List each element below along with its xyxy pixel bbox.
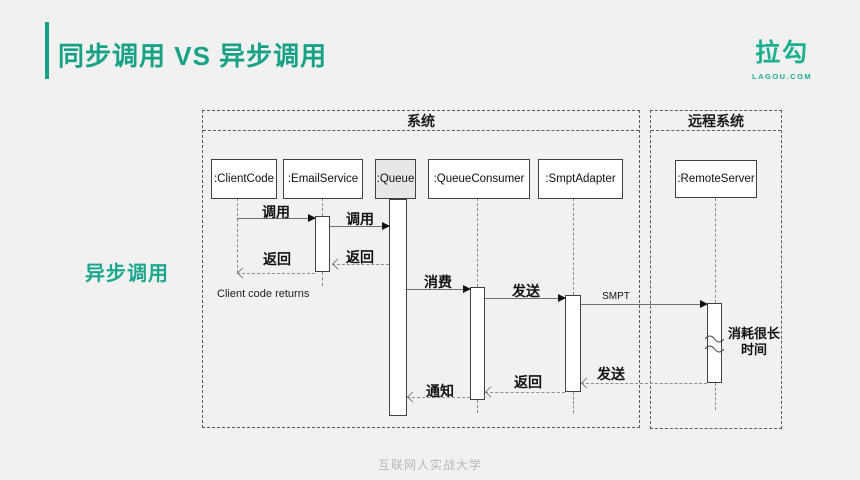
frame-remote-system: 远程系统 [650,110,782,429]
actor-queue-consumer: :QueueConsumer [428,159,530,199]
note-long-duration-line1: 消耗很长 [727,326,780,341]
arrowhead-filled-icon [558,294,566,302]
frame-remote-system-title: 远程系统 [651,111,781,131]
message-send-label: 发送 [512,283,540,299]
note-long-duration: 消耗很长 时间 [722,326,786,357]
message-return-to-consumer-label: 返回 [514,374,542,390]
lifeline-queue-consumer-top [477,198,478,287]
arrowhead-filled-icon [308,214,316,222]
activation-queue [389,199,407,416]
message-line [581,383,707,384]
actor-client-code: :ClientCode [211,159,277,199]
activation-email-service [315,216,330,272]
lifeline-smpt-adapter-bottom [573,392,574,413]
lifeline-remote-server-bottom [715,383,716,410]
message-consume-label: 消费 [424,274,452,290]
arrowhead-filled-icon [463,285,471,293]
frame-system: 系统 [202,110,640,428]
message-line [407,397,470,398]
side-label-async-call: 异步调用 [85,263,169,285]
arrowhead-filled-icon [382,222,390,230]
wavy-break-icon [705,335,724,353]
message-line [485,298,565,299]
message-call-2-label: 调用 [346,211,374,227]
message-line [407,289,470,290]
actor-remote-server-label: :RemoteServer [677,173,755,185]
message-line [581,304,707,305]
actor-email-service-label: :EmailService [287,173,359,185]
actor-remote-server: :RemoteServer [675,160,757,198]
message-line [485,392,565,393]
message-line [332,264,389,265]
actor-smpt-adapter: :SmptAdapter [538,159,623,199]
message-return-to-client-label: 返回 [263,251,291,267]
note-client-code-returns: Client code returns [217,288,310,300]
footer-text: 互联网人实战大学 [377,458,482,472]
message-call-1-label: 调用 [262,204,290,220]
lagou-logo: 拉勾 LAGOU.COM [752,33,812,81]
actor-queue: :Queue [375,159,416,199]
message-send-return-label: 发送 [597,366,625,382]
activation-smpt-adapter [565,295,581,392]
actor-queue-consumer-label: :QueueConsumer [433,173,525,185]
page-title: 同步调用 VS 异步调用 [58,41,328,71]
message-line [237,273,315,274]
actor-email-service: :EmailService [283,159,363,199]
note-long-duration-line2: 时间 [740,341,767,357]
message-return-to-email-label: 返回 [346,249,374,265]
actor-queue-label: :Queue [376,173,415,185]
actor-client-code-label: :ClientCode [213,173,275,185]
arrowhead-filled-icon [700,300,708,308]
actor-smpt-adapter-label: :SmptAdapter [545,173,616,185]
message-smpt-label: SMPT [602,291,630,302]
logo-wordmark: 拉勾 [755,39,810,67]
message-notify-label: 通知 [426,383,454,399]
lifeline-queue-consumer-bottom [477,400,478,413]
accent-bar [45,22,49,79]
lifeline-client-code [237,198,238,273]
lifeline-email-service-bottom [322,272,323,286]
frame-system-title: 系统 [203,111,639,131]
lifeline-smpt-adapter-top [573,198,574,295]
logo-domain: LAGOU.COM [752,72,813,81]
activation-queue-consumer [470,287,485,400]
message-line [237,218,315,219]
activation-remote-server [705,303,724,383]
lifeline-remote-server-top [715,198,716,303]
message-line [330,226,389,227]
lifeline-email-service-top [322,198,323,216]
